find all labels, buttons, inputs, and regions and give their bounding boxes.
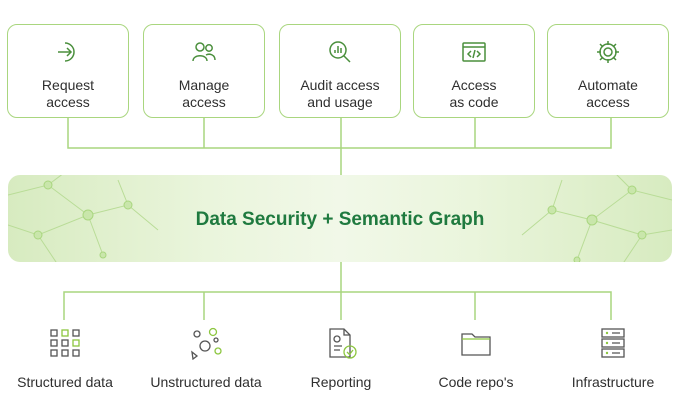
card-automate-access[interactable]: Automate access bbox=[547, 24, 669, 118]
code-window-icon bbox=[414, 39, 534, 65]
card-access-as-code[interactable]: Access as code bbox=[413, 24, 535, 118]
card-manage-access[interactable]: Manage access bbox=[143, 24, 265, 118]
semantic-graph-band: Data Security + Semantic Graph bbox=[8, 175, 672, 262]
source-reporting: Reporting bbox=[276, 326, 406, 390]
login-arrow-icon bbox=[8, 39, 128, 65]
card-label: Audit access and usage bbox=[300, 77, 380, 110]
card-label: Request access bbox=[41, 77, 95, 110]
source-label: Infrastructure bbox=[571, 374, 655, 390]
source-label: Code repo's bbox=[438, 374, 514, 390]
gear-icon bbox=[548, 39, 668, 65]
source-label: Structured data bbox=[17, 374, 113, 390]
card-label: Access as code bbox=[449, 77, 499, 110]
source-structured-data: Structured data bbox=[0, 326, 130, 390]
source-label: Reporting bbox=[310, 374, 372, 390]
card-label: Manage access bbox=[178, 77, 230, 110]
users-icon bbox=[144, 39, 264, 65]
grid-icon bbox=[0, 326, 130, 360]
scattered-shapes-icon bbox=[141, 326, 271, 361]
card-audit-access[interactable]: Audit access and usage bbox=[279, 24, 401, 118]
network-pattern-left bbox=[8, 175, 159, 262]
network-pattern-right bbox=[521, 175, 672, 262]
server-icon bbox=[548, 326, 678, 360]
card-request-access[interactable]: Request access bbox=[7, 24, 129, 118]
card-label: Automate access bbox=[578, 77, 638, 110]
source-code-repos: Code repo's bbox=[411, 326, 541, 390]
source-unstructured-data: Unstructured data bbox=[141, 326, 271, 390]
magnifier-chart-icon bbox=[280, 39, 400, 65]
source-label: Unstructured data bbox=[150, 374, 262, 390]
band-title: Data Security + Semantic Graph bbox=[195, 209, 485, 230]
folder-icon bbox=[411, 326, 541, 360]
source-infrastructure: Infrastructure bbox=[548, 326, 678, 390]
report-check-icon bbox=[276, 326, 406, 360]
